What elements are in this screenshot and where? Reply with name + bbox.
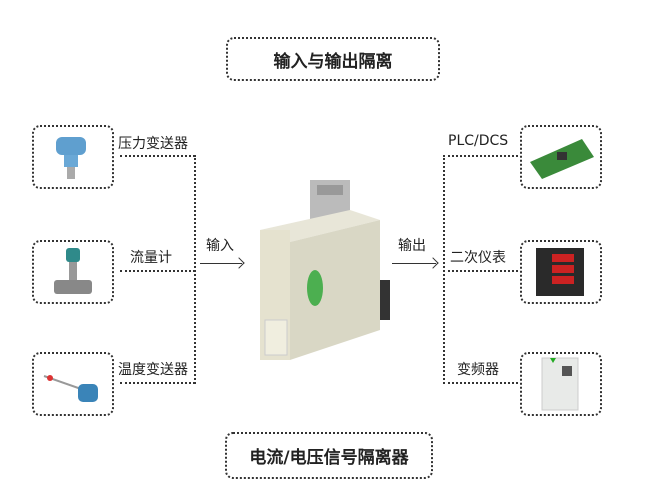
input-label-1: 流量计 <box>130 250 172 266</box>
input-label-2: 温度变送器 <box>118 362 188 378</box>
output-arrow-label: 输出 <box>398 238 426 254</box>
output-label-0: PLC/DCS <box>448 133 509 149</box>
plc-board-image <box>520 125 602 189</box>
panel-meter-image <box>520 240 602 304</box>
isolator-device-image <box>255 180 395 370</box>
connector-line <box>443 382 518 384</box>
connector-line <box>443 155 518 157</box>
connector-line <box>443 155 445 384</box>
connector-line <box>120 270 195 272</box>
title: 输入与输出隔离 <box>273 51 393 72</box>
connector-line <box>194 155 196 384</box>
input-arrow-icon <box>200 263 242 264</box>
footer-title: 电流/电压信号隔离器 <box>249 448 409 468</box>
temperature-transmitter-image <box>32 352 114 416</box>
output-label-1: 二次仪表 <box>450 250 506 266</box>
input-label-0: 压力变送器 <box>118 136 188 152</box>
connector-line <box>120 382 195 384</box>
title-box: 输入与输出隔离 <box>226 37 440 81</box>
flowmeter-image <box>32 240 114 304</box>
output-label-2: 变频器 <box>457 362 499 378</box>
output-arrow-icon <box>392 263 436 264</box>
input-arrow-label: 输入 <box>206 238 234 254</box>
inverter-image <box>520 352 602 416</box>
pressure-transmitter-image <box>32 125 114 189</box>
footer-box: 电流/电压信号隔离器 <box>225 432 433 479</box>
connector-line <box>443 270 518 272</box>
connector-line <box>120 155 195 157</box>
